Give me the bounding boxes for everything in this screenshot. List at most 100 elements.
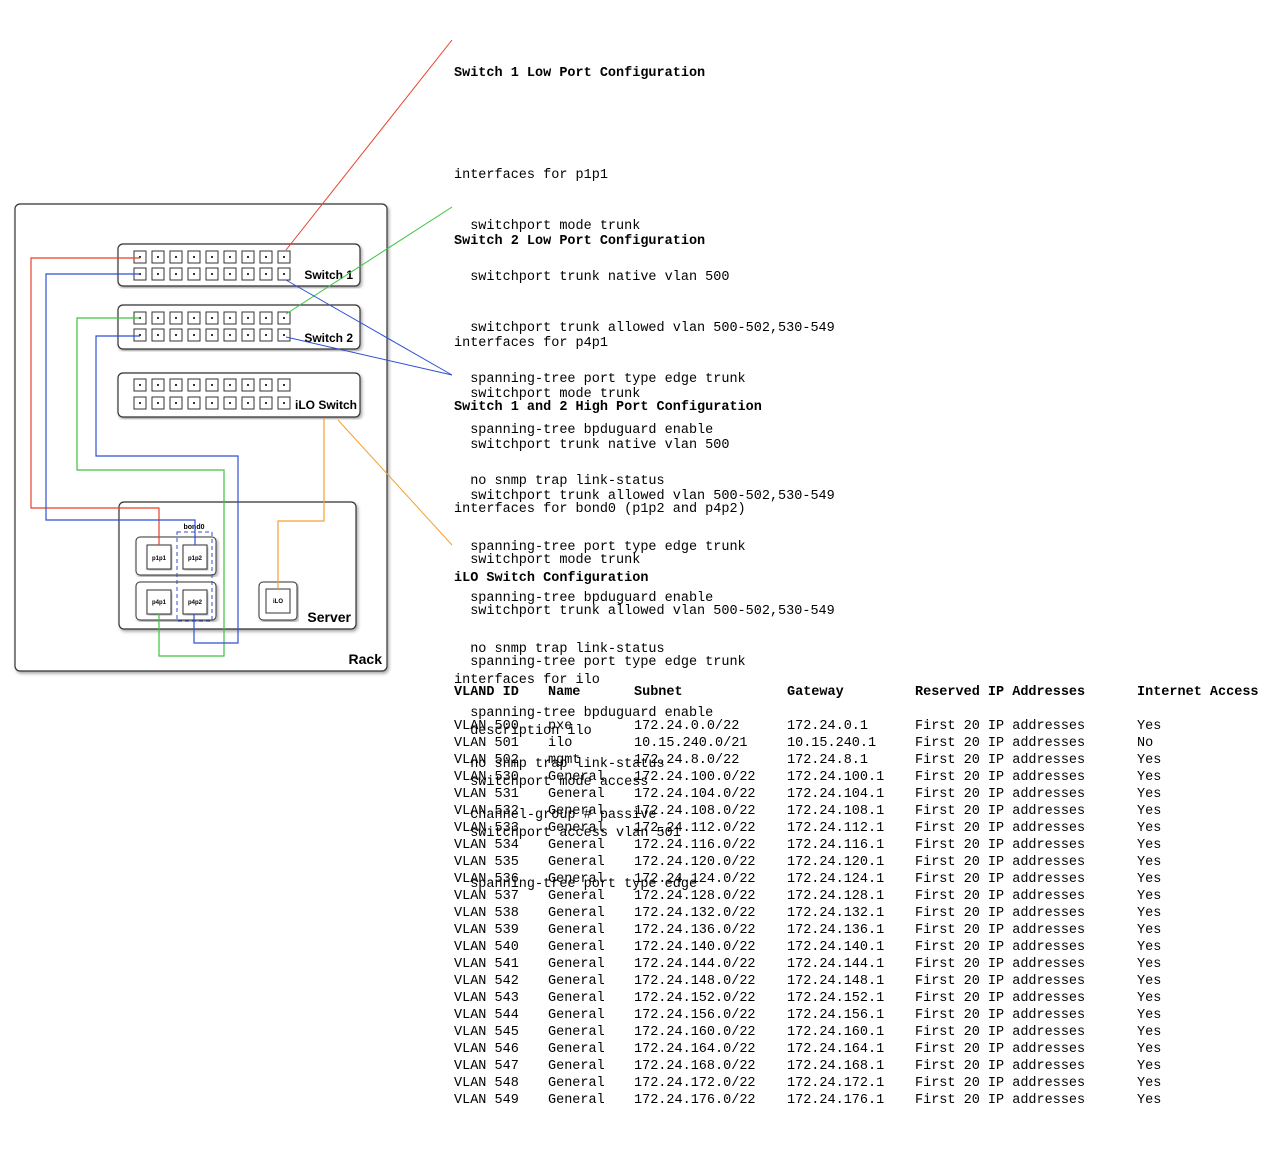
cell-reserved: First 20 IP addresses (915, 889, 1086, 904)
cell-vlan-id: VLAN 530 (454, 770, 519, 785)
cell-vlan-id: VLAN 502 (454, 753, 519, 768)
switch-port-pin (193, 256, 195, 258)
config-line: spanning-tree port type edge trunk (454, 372, 746, 387)
callout-switch1-high (285, 279, 453, 376)
cell-gateway: 172.24.132.1 (787, 906, 885, 921)
switch-port-pin (265, 256, 267, 258)
cell-vlan-id: VLAN 544 (454, 1008, 519, 1023)
header-vlan-id: VLAND ID (454, 685, 519, 700)
switch-port-pin (157, 334, 159, 336)
cell-subnet: 172.24.152.0/22 (634, 991, 756, 1006)
cell-gateway: 172.24.128.1 (787, 889, 885, 904)
ilo-switch-upper-ports (133, 378, 291, 392)
config-line: switchport mode trunk (454, 553, 641, 568)
ilo-switch-label: iLO Switch (295, 398, 357, 412)
cell-internet: Yes (1137, 753, 1162, 768)
cell-vlan-id: VLAN 548 (454, 1076, 519, 1091)
cell-name: General (548, 821, 605, 836)
cell-gateway: 172.24.104.1 (787, 787, 885, 802)
port-ilo-label: iLO (273, 599, 283, 605)
cell-vlan-id: VLAN 533 (454, 821, 519, 836)
switch-port-pin (175, 273, 177, 275)
cell-reserved: First 20 IP addresses (915, 1076, 1086, 1091)
cell-internet: Yes (1137, 957, 1162, 972)
cell-name: ilo (548, 736, 573, 751)
cell-vlan-id: VLAN 535 (454, 855, 519, 870)
cell-reserved: First 20 IP addresses (915, 1042, 1086, 1057)
config-line: spanning-tree port type edge (454, 877, 698, 892)
cell-vlan-id: VLAN 543 (454, 991, 519, 1006)
config-title: Switch 2 Low Port Configuration (454, 234, 706, 249)
switch-port-pin (247, 256, 249, 258)
config-line: switchport trunk allowed vlan 500-502,53… (454, 489, 835, 504)
header-subnet: Subnet (634, 685, 683, 700)
cell-internet: Yes (1137, 1025, 1162, 1040)
config-switch1-low: Switch 1 Low Port Configuration interfac… (454, 31, 835, 507)
port-p1p2-label: p1p2 (188, 556, 203, 562)
cell-gateway: 172.24.156.1 (787, 1008, 885, 1023)
bond0-label: bond0 (184, 524, 205, 531)
switch-port-pin (229, 334, 231, 336)
cell-gateway: 172.24.116.1 (787, 838, 885, 853)
config-blank (454, 621, 697, 638)
cell-internet: Yes (1137, 1042, 1162, 1057)
cell-reserved: First 20 IP addresses (915, 872, 1086, 887)
cable-switch1-p1p2 (45, 273, 196, 545)
switch-port-pin (283, 402, 285, 404)
callout-switch2-high (285, 336, 453, 376)
cell-reserved: First 20 IP addresses (915, 753, 1086, 768)
cell-subnet: 172.24.148.0/22 (634, 974, 756, 989)
cell-name: General (548, 787, 605, 802)
cell-reserved: First 20 IP addresses (915, 1059, 1086, 1074)
switch-2-lower-ports (133, 328, 291, 342)
cell-name: General (548, 1042, 605, 1057)
callout-switch1-low (285, 39, 453, 251)
switch-port-pin (247, 402, 249, 404)
cell-vlan-id: VLAN 539 (454, 923, 519, 938)
header-internet: Internet Access (1137, 685, 1259, 700)
switch-port-pin (193, 273, 195, 275)
cell-subnet: 172.24.100.0/22 (634, 770, 756, 785)
cell-subnet: 172.24.156.0/22 (634, 1008, 756, 1023)
cell-subnet: 172.24.132.0/22 (634, 906, 756, 921)
cell-internet: Yes (1137, 974, 1162, 989)
cell-vlan-id: VLAN 532 (454, 804, 519, 819)
cell-subnet: 172.24.160.0/22 (634, 1025, 756, 1040)
cell-internet: Yes (1137, 855, 1162, 870)
config-line: spanning-tree bpduguard enable (454, 706, 714, 721)
cell-subnet: 172.24.176.0/22 (634, 1093, 756, 1108)
ilo-switch-lower-ports (133, 396, 291, 410)
cell-subnet: 172.24.112.0/22 (634, 821, 756, 836)
config-high-ports: Switch 1 and 2 High Port Configuration i… (454, 365, 835, 841)
cell-name: General (548, 804, 605, 819)
cell-reserved: First 20 IP addresses (915, 838, 1086, 853)
cell-gateway: 172.24.112.1 (787, 821, 885, 836)
callout-ilo (337, 419, 453, 546)
switch-1-lower-ports (133, 267, 291, 281)
config-title: Switch 1 and 2 High Port Configuration (454, 400, 762, 415)
cell-internet: Yes (1137, 787, 1162, 802)
config-switch2-low: Switch 2 Low Port Configuration interfac… (454, 199, 835, 675)
cell-subnet: 10.15.240.0/21 (634, 736, 748, 751)
cell-reserved: First 20 IP addresses (915, 923, 1086, 938)
table-row: VLAN 533 General 172.24.112.0/22 172.24.112… (454, 820, 1277, 837)
cell-name: pxe (548, 719, 573, 734)
cell-vlan-id: VLAN 545 (454, 1025, 519, 1040)
port-p4p1 (146, 589, 172, 615)
cell-vlan-id: VLAN 537 (454, 889, 519, 904)
cell-internet: Yes (1137, 906, 1162, 921)
cell-vlan-id: VLAN 534 (454, 838, 519, 853)
cell-internet: Yes (1137, 1093, 1162, 1108)
cell-internet: Yes (1137, 940, 1162, 955)
switch-port-pin (211, 317, 213, 319)
switch-port-pin (229, 256, 231, 258)
